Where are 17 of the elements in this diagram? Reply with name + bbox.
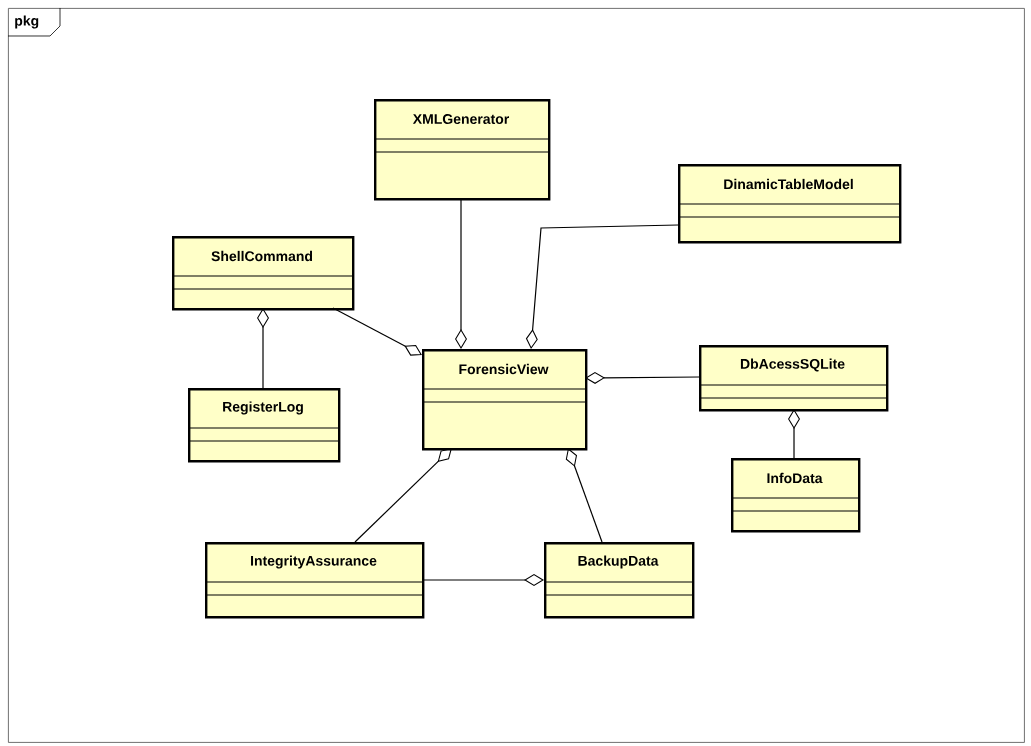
- class-box: InfoData: [730, 458, 861, 533]
- class-box: ShellCommand: [171, 236, 355, 311]
- aggregation-line: [455, 197, 467, 349]
- class-box: DinamicTableModel: [677, 164, 902, 244]
- class-box: XMLGenerator: [373, 99, 551, 201]
- aggregation-line: [565, 448, 603, 543]
- class-box: DbAcessSQLite: [698, 345, 889, 412]
- class-box: ForensicView: [421, 349, 588, 451]
- class-box: IntegrityAssurance: [204, 542, 425, 619]
- aggregation-line: [332, 307, 422, 356]
- class-box: RegisterLog: [187, 388, 341, 463]
- aggregation-line: [354, 448, 452, 543]
- class-box: BackupData: [543, 542, 695, 619]
- aggregation-line: [257, 308, 269, 389]
- aggregation-line: [788, 409, 800, 459]
- aggregation-line: [421, 574, 544, 586]
- aggregation-line: [525, 224, 679, 349]
